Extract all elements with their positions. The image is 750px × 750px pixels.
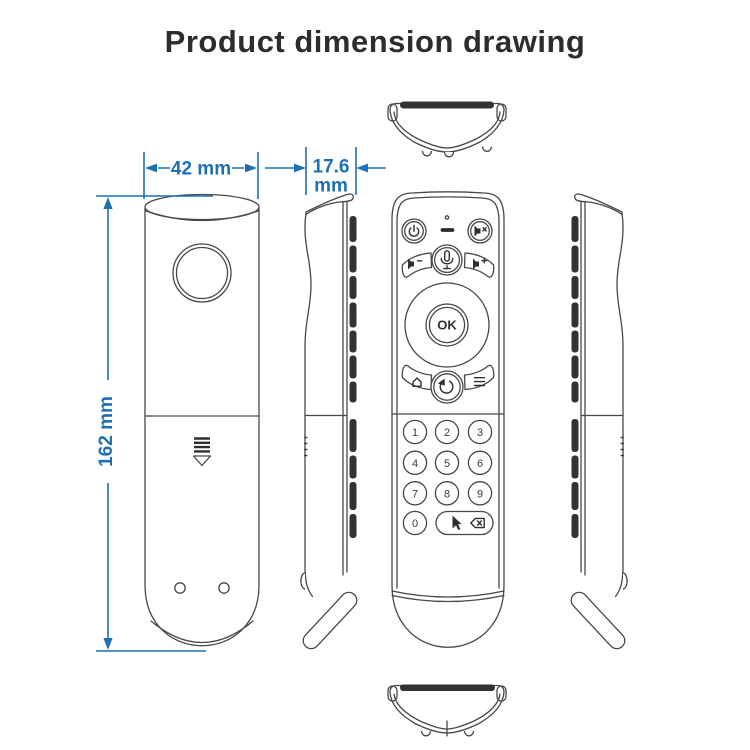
left-side-top-wedge (305, 193, 354, 216)
left-side-buttons (349, 216, 357, 538)
svg-text:3: 3 (477, 427, 483, 439)
left-side-view (300, 193, 358, 650)
width-dimension: 42 mm (143, 152, 259, 199)
top-view-left-ear (387, 103, 398, 122)
ok-button: OK (425, 303, 469, 347)
front-view: OK 1 (391, 191, 505, 648)
mic-button (431, 244, 463, 276)
top-view-hull (389, 102, 505, 153)
left-side-front-face-lines (342, 198, 348, 576)
back-top-rim (145, 210, 259, 222)
top-view (387, 101, 507, 158)
volume-up-button (463, 252, 495, 278)
bottom-view-right-ear (496, 685, 507, 702)
svg-text:0: 0 (412, 518, 418, 530)
back-button (430, 370, 464, 404)
page-title: Product dimension drawing (164, 24, 586, 59)
left-side-back-edge (304, 212, 314, 598)
svg-text:2: 2 (444, 427, 450, 439)
width-dimension-label: 42 mm (171, 159, 231, 180)
speaker-circle-outer (172, 243, 232, 303)
top-view-right-ear (496, 103, 507, 122)
right-side-back-edge (614, 212, 624, 598)
svg-text:7: 7 (412, 488, 418, 500)
front-bottom-cover-seam (391, 590, 505, 603)
volume-down-button (401, 252, 433, 278)
bottom-view-feet (420, 730, 475, 737)
home-button (401, 364, 433, 391)
power-icon (408, 224, 420, 237)
key-4: 4 (402, 450, 428, 476)
home-icon (412, 377, 422, 387)
depth-dimension-label-line1: 17.6 (313, 157, 350, 178)
back-body-outline (144, 207, 260, 647)
svg-text:8: 8 (444, 488, 450, 500)
cursor-icon (452, 515, 462, 530)
top-view-inner-line (393, 111, 501, 149)
bottom-view-left-ear (387, 685, 398, 702)
svg-text:6: 6 (477, 458, 483, 470)
left-side-mic-holes (304, 436, 308, 457)
backspace-icon (470, 517, 485, 529)
right-side-top-wedge (574, 193, 623, 216)
power-button (401, 218, 427, 244)
height-dimension: 162 mm (96, 195, 213, 652)
cursor-delete-key (435, 510, 494, 536)
top-view-feet (421, 146, 493, 158)
mute-button (467, 218, 493, 244)
left-side-bottom-tip (302, 591, 358, 650)
key-5: 5 (434, 450, 460, 476)
key-6: 6 (467, 450, 493, 476)
front-bezel-inner-line (396, 196, 500, 589)
volume-down-icon (408, 258, 423, 270)
key-0: 0 (402, 510, 428, 536)
key-2: 2 (434, 419, 460, 445)
depth-dimension: 17.6 mm (265, 147, 386, 197)
menu-button (463, 364, 495, 391)
svg-text:4: 4 (412, 458, 418, 470)
menu-icon (473, 377, 486, 387)
screw-hole-left (174, 582, 186, 594)
right-side-bottom-tip (570, 591, 626, 650)
key-8: 8 (434, 481, 460, 506)
right-side-view (570, 193, 628, 650)
svg-text:9: 9 (477, 488, 483, 500)
mic-icon (440, 250, 454, 270)
svg-text:1: 1 (412, 427, 418, 439)
mute-icon (474, 225, 487, 237)
right-side-notch (622, 571, 628, 591)
left-side-notch (300, 571, 306, 591)
right-side-mic-holes (620, 436, 624, 457)
right-side-buttons (571, 216, 579, 538)
svg-text:5: 5 (444, 458, 450, 470)
keypad: 1 2 3 4 5 (402, 419, 494, 536)
screw-hole-right (218, 582, 230, 594)
back-bottom-rim (150, 620, 254, 644)
top-view-front-band (400, 101, 494, 109)
back-top-face (144, 193, 260, 221)
depth-dimension-label-line2: mm (314, 176, 348, 197)
key-3: 3 (467, 419, 493, 445)
height-dimension-label: 162 mm (96, 396, 117, 467)
bottom-view (387, 684, 507, 737)
key-7: 7 (402, 481, 428, 506)
speaker-circle-inner (175, 246, 229, 300)
status-led (444, 215, 450, 220)
volume-up-icon (473, 257, 488, 270)
back-icon (437, 378, 454, 394)
back-view (144, 193, 260, 647)
key-1: 1 (402, 419, 428, 445)
right-side-front-face-lines (580, 198, 586, 576)
battery-release-icon (192, 437, 212, 467)
bottom-view-front-band (400, 684, 495, 691)
key-9: 9 (467, 481, 493, 506)
ok-label: OK (437, 318, 457, 333)
